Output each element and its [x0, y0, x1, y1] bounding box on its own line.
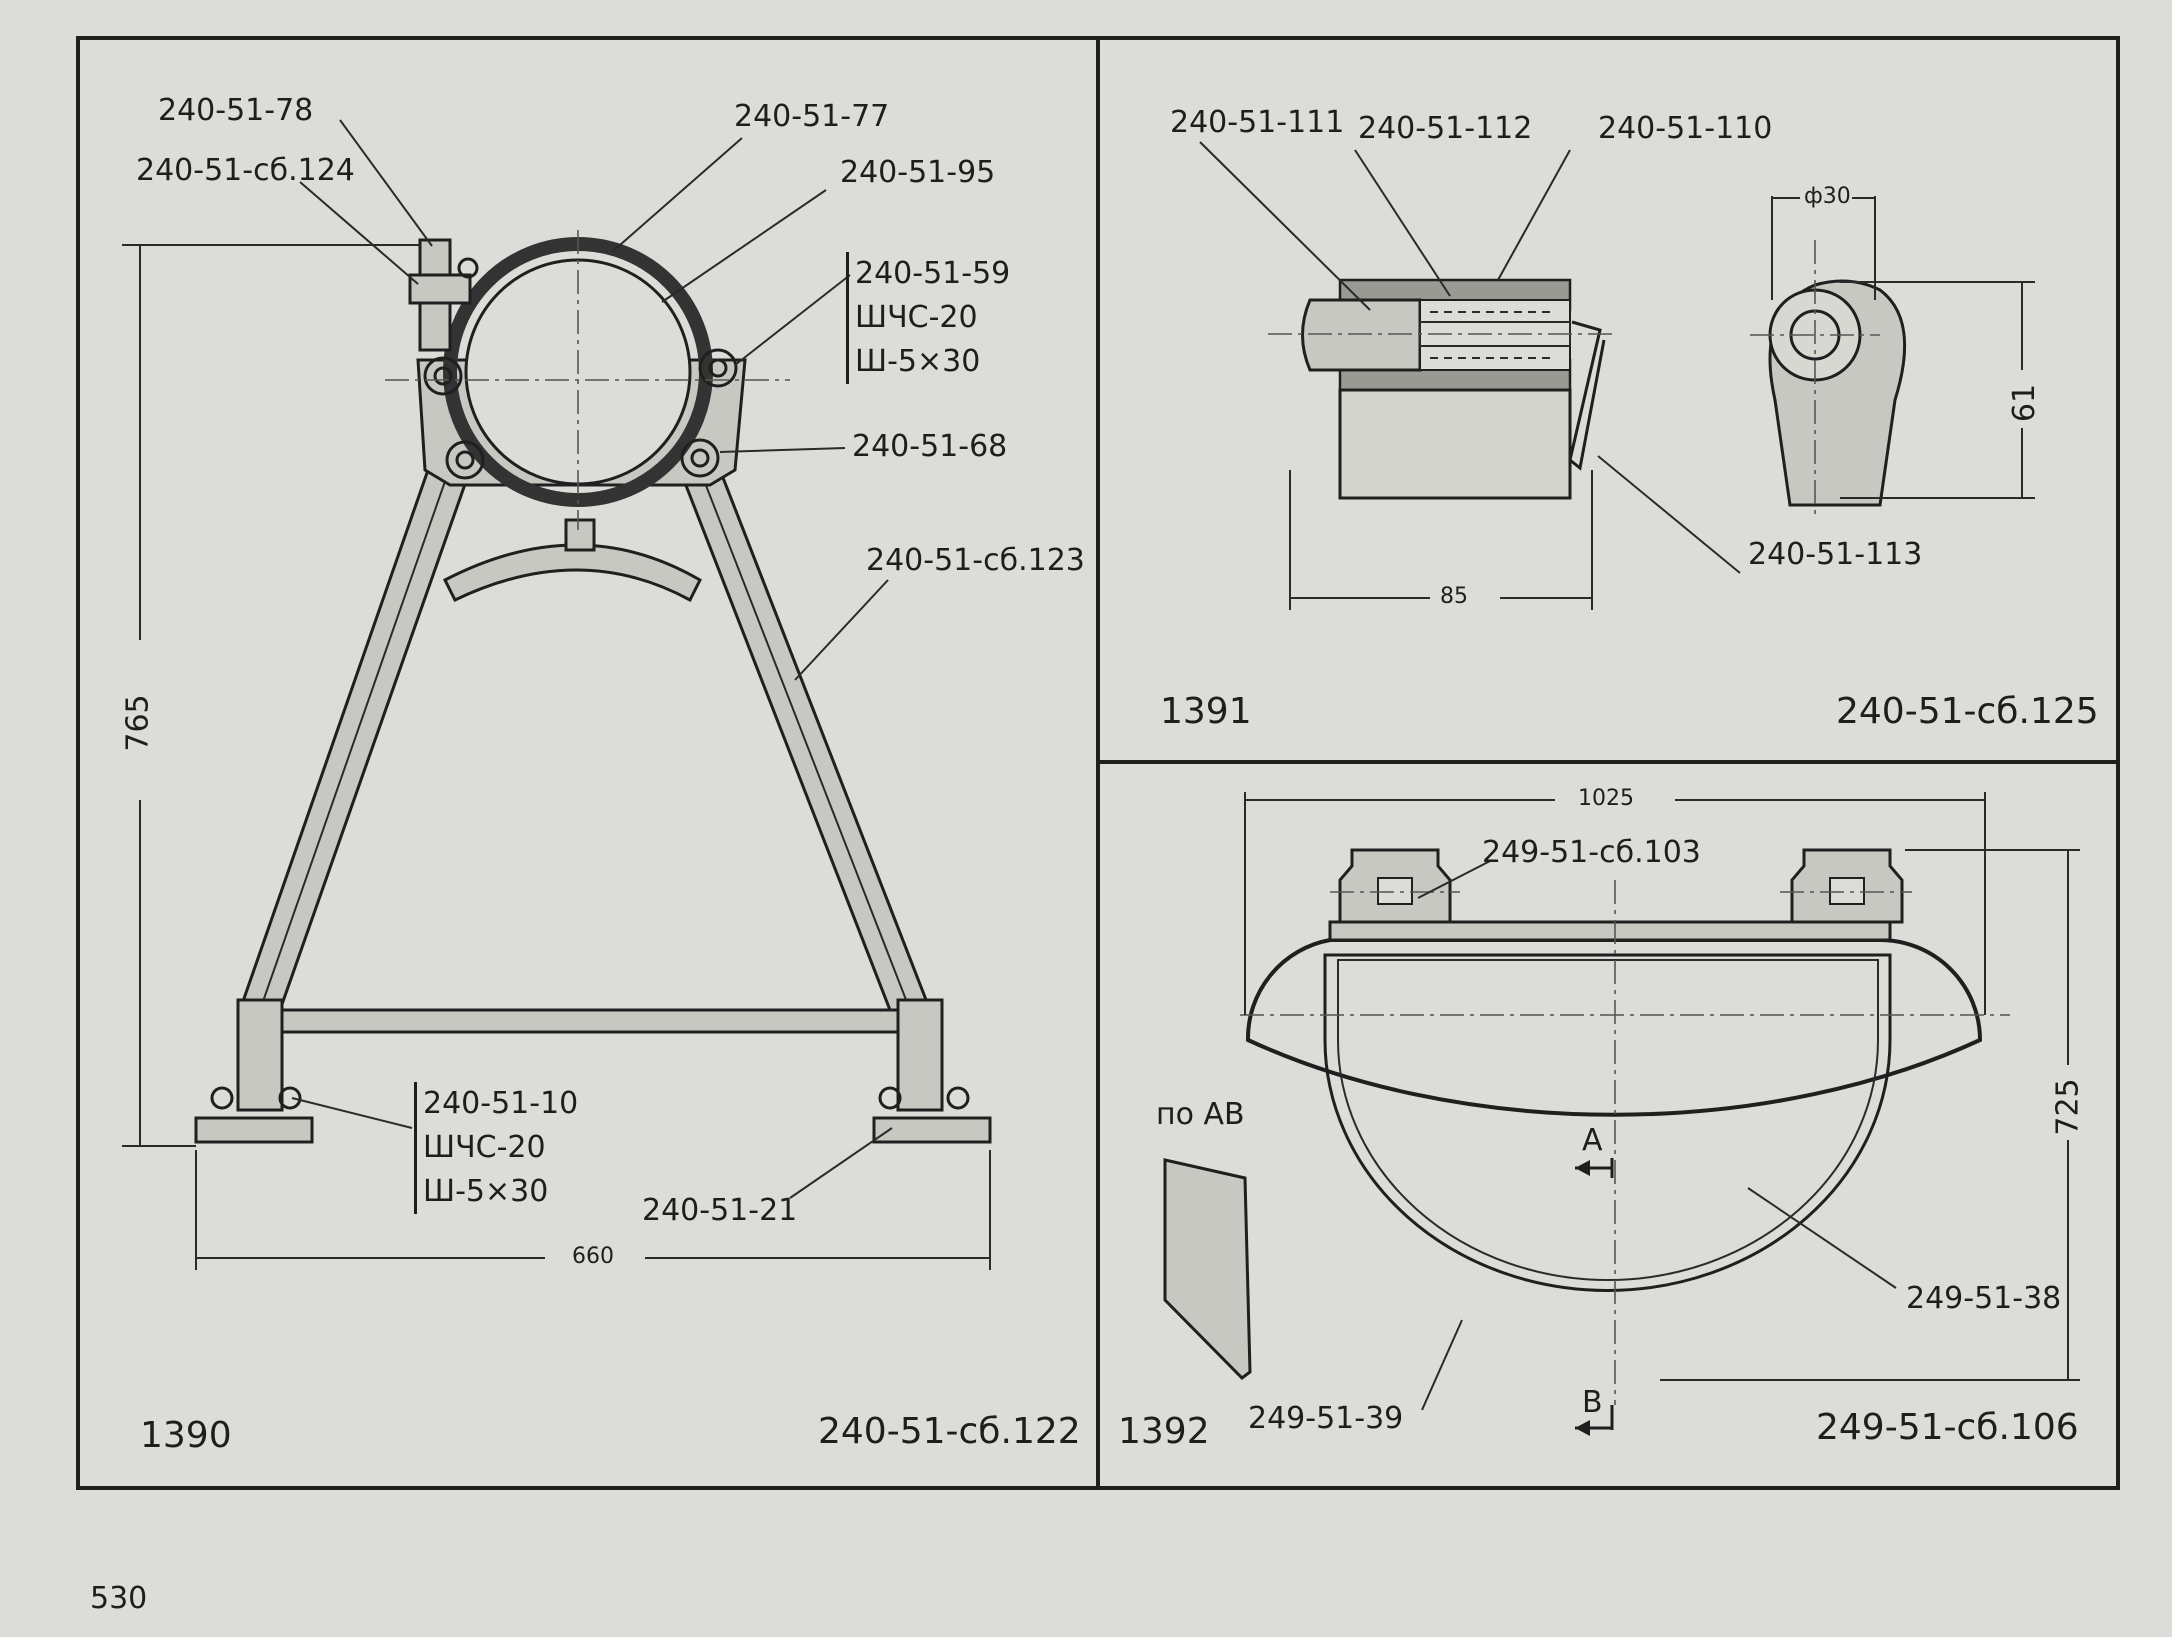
label-shchs-20-bottom: ШЧС-20 — [423, 1130, 546, 1165]
label-240-51-sb123: 240-51-сб.123 — [866, 543, 1085, 578]
label-240-51-112: 240-51-112 — [1358, 111, 1533, 146]
figure-number-1391: 1391 — [1160, 691, 1252, 732]
label-240-51-111: 240-51-111 — [1170, 105, 1345, 140]
label-240-51-77: 240-51-77 — [734, 99, 890, 134]
figure-number-1390: 1390 — [140, 1415, 232, 1456]
label-sh-5x30-top: Ш-5×30 — [855, 344, 981, 379]
dim-width-660: 660 — [572, 1244, 614, 1269]
fig-1391-drawing — [1199, 141, 2035, 610]
label-shchs-20-top: ШЧС-20 — [855, 300, 978, 335]
section-mark-b: В — [1582, 1385, 1603, 1420]
drawing-frame — [76, 36, 2120, 1490]
label-240-51-78: 240-51-78 — [158, 93, 314, 128]
figure-number-1392: 1392 — [1118, 1411, 1210, 1452]
fig-1392-drawing — [1163, 792, 2080, 1436]
section-label-po-ab: по АВ — [1156, 1097, 1245, 1132]
assembly-240-51-sb125: 240-51-сб.125 — [1836, 691, 2099, 732]
assembly-240-51-sb122: 240-51-сб.122 — [818, 1411, 1081, 1452]
label-249-51-39: 249-51-39 — [1248, 1401, 1404, 1436]
dim-length-85: 85 — [1440, 584, 1468, 609]
label-240-51-110: 240-51-110 — [1598, 111, 1773, 146]
label-stack-240-51-59: 240-51-59 ШЧС-20 Ш-5×30 — [846, 252, 1010, 384]
label-sh-5x30-bottom: Ш-5×30 — [423, 1174, 549, 1209]
label-240-51-59: 240-51-59 — [855, 256, 1011, 291]
label-249-51-38: 249-51-38 — [1906, 1281, 2062, 1316]
label-240-51-10: 240-51-10 — [423, 1086, 579, 1121]
assembly-249-51-sb106: 249-51-сб.106 — [1816, 1407, 2079, 1448]
label-240-51-95: 240-51-95 — [840, 155, 996, 190]
label-240-51-68: 240-51-68 — [852, 429, 1008, 464]
label-240-51-113: 240-51-113 — [1748, 537, 1923, 572]
dim-height-765: 765 — [120, 694, 156, 752]
label-249-51-sb103: 249-51-сб.103 — [1482, 835, 1701, 870]
label-stack-240-51-10: 240-51-10 ШЧС-20 Ш-5×30 — [414, 1082, 578, 1214]
dim-diameter-30: ф30 — [1804, 184, 1851, 209]
label-240-51-21: 240-51-21 — [642, 1193, 798, 1228]
dim-height-725: 725 — [2050, 1078, 2086, 1136]
dim-height-61: 61 — [2007, 383, 2043, 423]
fig-1390-drawing — [122, 119, 992, 1270]
label-240-51-sb124: 240-51-сб.124 — [136, 153, 355, 188]
page-number: 530 — [90, 1581, 148, 1616]
section-mark-a: А — [1582, 1123, 1603, 1158]
dim-width-1025: 1025 — [1578, 786, 1634, 811]
